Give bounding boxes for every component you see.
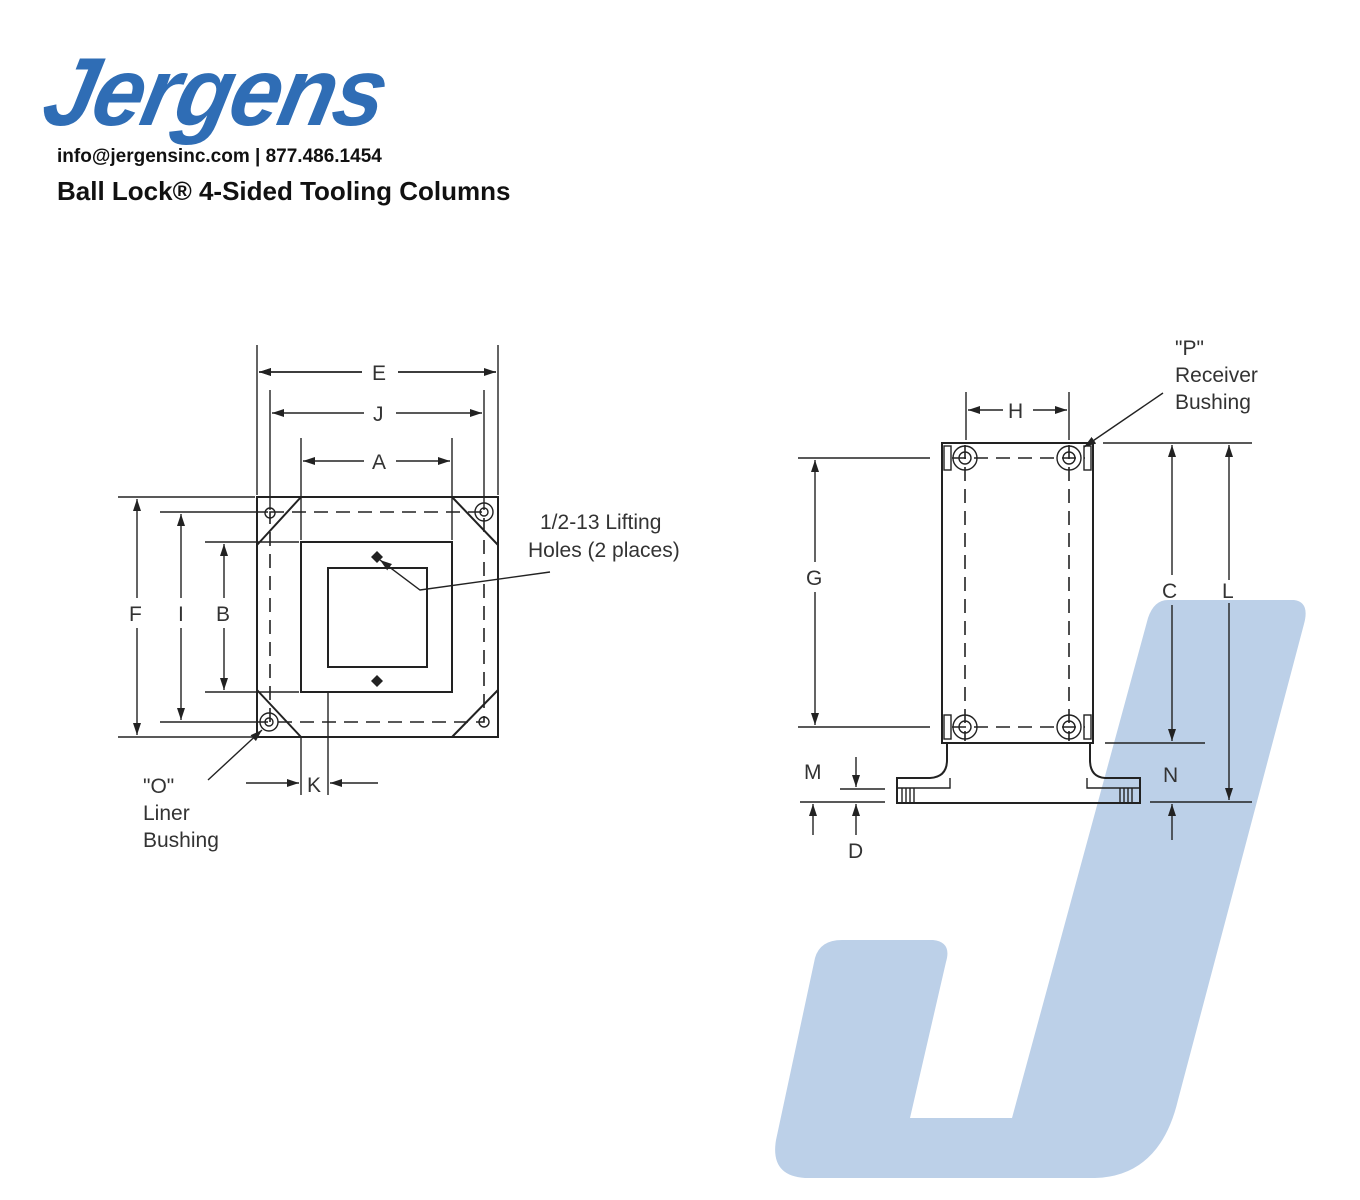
dim-label-i: I xyxy=(178,603,184,626)
dim-label-k: K xyxy=(307,774,321,797)
liner-bushing-label: Bushing xyxy=(143,829,219,852)
dim-label-l: L xyxy=(1222,580,1234,603)
dim-label-e: E xyxy=(372,362,386,385)
liner-bushing-label: Liner xyxy=(143,802,190,825)
dim-label-a: A xyxy=(372,451,386,474)
dim-label-j: J xyxy=(373,403,384,426)
dim-label-b: B xyxy=(216,603,230,626)
dim-label-g: G xyxy=(806,567,822,590)
receiver-bushing-label: Bushing xyxy=(1175,391,1251,414)
contact-info: info@jergensinc.com | 877.486.1454 xyxy=(57,146,382,167)
lifting-holes-label: 1/2-13 Lifting xyxy=(540,511,661,534)
watermark-j xyxy=(775,600,1306,1178)
top-view: E J A F I B K 1/2-13 Lifting Holes (2 pl… xyxy=(118,345,680,852)
page-title: Ball Lock® 4-Sided Tooling Columns xyxy=(57,176,511,206)
dim-label-n: N xyxy=(1163,764,1178,787)
dim-label-d: D xyxy=(848,840,863,863)
dim-label-f: F xyxy=(129,603,142,626)
receiver-bushing-label: Receiver xyxy=(1175,364,1258,387)
dim-label-h: H xyxy=(1008,400,1023,423)
liner-bushing-label: "O" xyxy=(143,775,174,798)
side-view: H G C L M N D "P" Receiver Bushing xyxy=(798,337,1258,863)
dim-label-c: C xyxy=(1162,580,1177,603)
dim-label-m: M xyxy=(804,761,822,784)
receiver-bushing-label: "P" xyxy=(1175,337,1204,360)
lifting-holes-label: Holes (2 places) xyxy=(528,539,680,562)
lifting-hole-icon xyxy=(371,675,383,687)
bushing-holes xyxy=(259,502,494,732)
